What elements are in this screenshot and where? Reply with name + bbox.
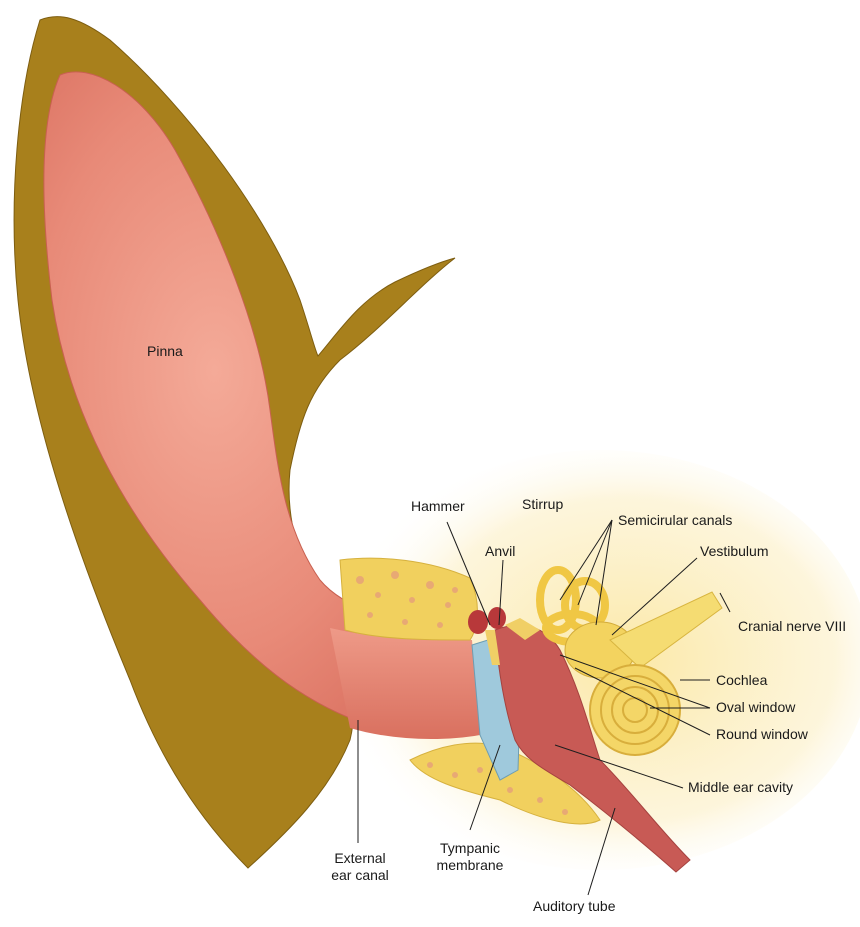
label-external-ear-canal-line2: ear canal bbox=[320, 867, 400, 884]
label-hammer: Hammer bbox=[411, 498, 465, 515]
label-external-ear-canal: External ear canal bbox=[320, 850, 400, 884]
label-pinna: Pinna bbox=[147, 343, 183, 360]
label-cochlea: Cochlea bbox=[716, 672, 767, 689]
label-cranial-nerve: Cranial nerve VIII bbox=[738, 618, 846, 635]
cochlea-shape bbox=[590, 665, 680, 755]
label-anvil: Anvil bbox=[485, 543, 515, 560]
label-tympanic-membrane-line1: Tympanic bbox=[425, 840, 515, 857]
label-stirrup: Stirrup bbox=[522, 496, 563, 513]
label-oval-window: Oval window bbox=[716, 699, 795, 716]
label-round-window: Round window bbox=[716, 726, 808, 743]
label-tympanic-membrane-line2: membrane bbox=[425, 857, 515, 874]
label-external-ear-canal-line1: External bbox=[320, 850, 400, 867]
label-semicircular-canals: Semicirular canals bbox=[618, 512, 732, 529]
label-tympanic-membrane: Tympanic membrane bbox=[425, 840, 515, 874]
label-auditory-tube: Auditory tube bbox=[533, 898, 616, 915]
external-canal bbox=[330, 628, 480, 739]
label-vestibulum: Vestibulum bbox=[700, 543, 768, 560]
label-middle-ear-cavity: Middle ear cavity bbox=[688, 779, 793, 796]
